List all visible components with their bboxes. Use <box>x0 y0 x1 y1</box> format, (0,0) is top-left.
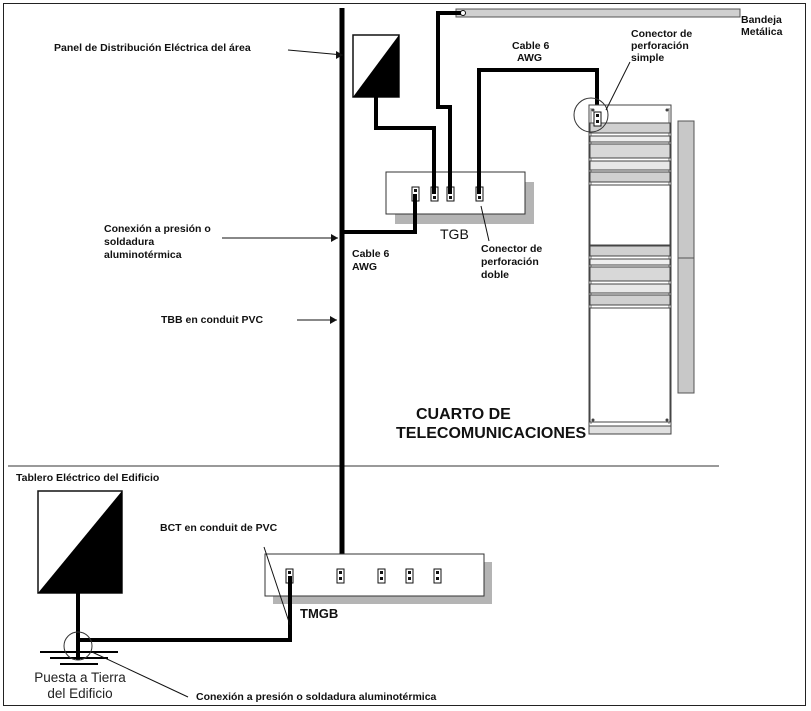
arrow-heads <box>330 51 343 324</box>
area-panel-label: Panel de Distribución Eléctrica del área <box>54 42 251 54</box>
tgb-label: TGB <box>440 226 469 242</box>
double-connector-label-3: doble <box>481 269 509 281</box>
telecom-room-title-1: CUARTO DE <box>416 406 511 423</box>
leader-lines <box>91 49 631 698</box>
area-electrical-panel <box>352 34 400 98</box>
panel-to-tgb-cable <box>374 90 436 194</box>
ground-symbol <box>40 631 118 665</box>
pressure-conn-label-2: soldadura <box>104 236 155 248</box>
cable-top-label-2: AWG <box>517 52 543 64</box>
diagram-frame <box>3 3 806 706</box>
pressure-conn-label-3: aluminotérmica <box>104 249 182 261</box>
bct-cable <box>78 576 292 642</box>
tgb-to-rack-cable <box>477 68 599 194</box>
bottom-connection-label: Conexión a presión o soldadura aluminoté… <box>196 691 437 703</box>
pressure-conn-label-1: Conexión a presión o <box>104 223 211 235</box>
building-ground-label-1: Puesta a Tierra <box>34 670 126 685</box>
telecom-room-title-2: TELECOMUNICACIONES <box>396 425 587 442</box>
tray-label-1: Bandeja <box>741 14 782 26</box>
cable-mid-label-2: AWG <box>352 261 378 273</box>
tgb-busbar <box>385 171 534 224</box>
building-ground-label-2: del Edificio <box>47 686 113 701</box>
bct-label: BCT en conduit de PVC <box>160 522 278 534</box>
cable-mid-label-1: Cable 6 <box>352 248 390 260</box>
single-lug-connector <box>573 97 609 133</box>
tmgb-label: TMGB <box>300 606 339 621</box>
double-connector-label-1: Conector de <box>481 243 543 255</box>
tray-label-2: Metálica <box>741 26 783 38</box>
tmgb-busbar <box>264 553 492 604</box>
building-panel-label: Tablero Eléctrico del Edificio <box>16 472 160 484</box>
metal-tray <box>455 8 741 18</box>
building-electrical-panel <box>37 490 123 594</box>
simple-connector-label-1: Conector de <box>631 28 693 40</box>
tray-to-tgb-cable <box>436 11 461 194</box>
simple-connector-label-2: perforación <box>631 40 689 52</box>
tbb-label: TBB en conduit PVC <box>161 314 264 326</box>
simple-connector-label-3: simple <box>631 52 665 64</box>
cable-top-label-1: Cable 6 <box>512 40 550 52</box>
telecom-rack <box>588 104 695 435</box>
tgb-to-tbb-cable <box>342 194 417 234</box>
double-connector-label-2: perforación <box>481 256 539 268</box>
